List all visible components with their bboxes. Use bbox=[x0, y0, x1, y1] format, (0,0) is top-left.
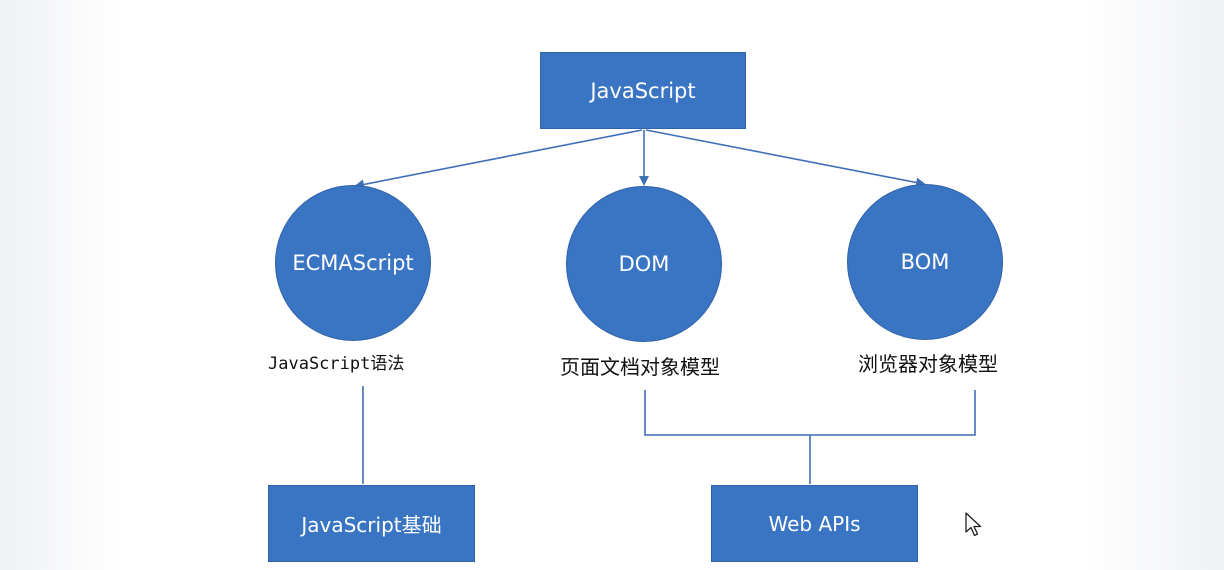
bom-label: BOM bbox=[900, 250, 950, 274]
javascript-basics-box: JavaScript基础 bbox=[268, 485, 475, 562]
javascript-root-label: JavaScript bbox=[590, 78, 696, 103]
javascript-basics-label: JavaScript基础 bbox=[301, 513, 442, 537]
dom-caption: 页面文档对象模型 bbox=[560, 355, 720, 379]
dom-node: DOM bbox=[566, 186, 722, 342]
web-apis-label: Web APIs bbox=[768, 511, 861, 536]
arrow-to-bom bbox=[645, 129, 926, 188]
ecmascript-node: ECMAScript bbox=[275, 185, 431, 341]
ecmascript-label: ECMAScript bbox=[292, 251, 414, 275]
mouse-cursor-icon bbox=[965, 512, 982, 537]
ecmascript-caption: JavaScript语法 bbox=[268, 354, 405, 374]
bom-node: BOM bbox=[847, 184, 1003, 340]
background-shade-left bbox=[0, 0, 120, 570]
background-shade-right bbox=[1084, 0, 1224, 570]
javascript-root-box: JavaScript bbox=[540, 52, 746, 129]
arrow-to-ecmascript bbox=[354, 129, 643, 190]
bracket-dom-bom-to-webapis bbox=[644, 390, 976, 436]
bom-caption: 浏览器对象模型 bbox=[858, 352, 998, 376]
dom-label: DOM bbox=[618, 252, 670, 276]
web-apis-box: Web APIs bbox=[711, 485, 918, 562]
